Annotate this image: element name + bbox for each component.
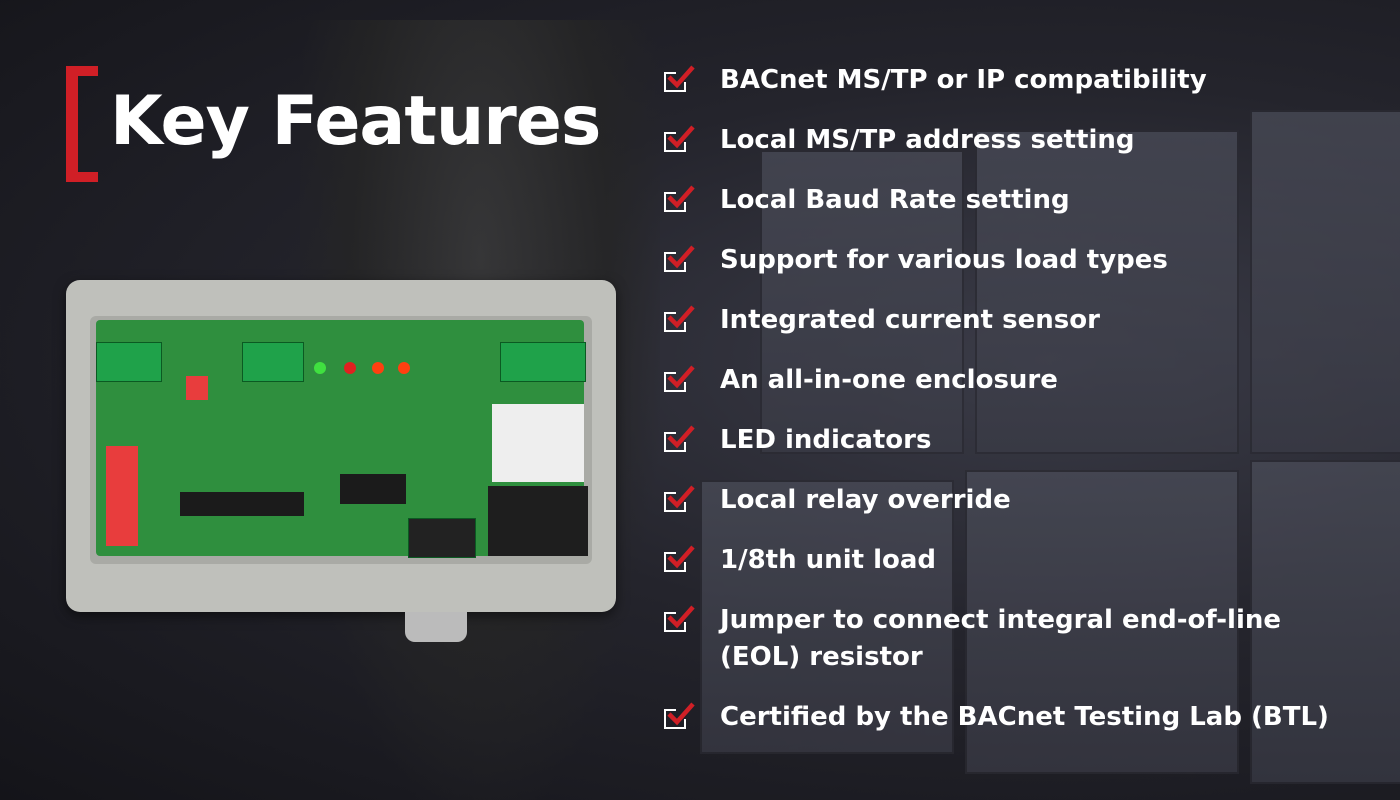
checkbox-checked-icon: [664, 702, 695, 729]
feature-item: LED indicators: [664, 422, 931, 459]
checkbox-checked-icon: [664, 425, 695, 452]
feature-item: 1/8th unit load: [664, 542, 936, 579]
feature-item: BACnet MS/TP or IP compatibility: [664, 62, 1207, 99]
checkbox-checked-icon: [664, 185, 695, 212]
background-monitor: [1250, 460, 1400, 784]
feature-item: An all-in-one enclosure: [664, 362, 1058, 399]
checkbox-checked-icon: [664, 605, 695, 632]
feature-item: Jumper to connect integral end-of-line (…: [664, 602, 1340, 676]
page-title: Key Features: [110, 82, 601, 161]
background-monitor: [965, 470, 1239, 774]
checkbox-checked-icon: [664, 485, 695, 512]
checkbox-checked-icon: [664, 125, 695, 152]
background-monitor: [760, 150, 964, 454]
checkbox-checked-icon: [664, 545, 695, 572]
background-monitor: [700, 480, 954, 754]
product-image-controller: [66, 280, 616, 612]
checkbox-checked-icon: [664, 245, 695, 272]
title-bracket: [66, 66, 98, 182]
circuit-board: [96, 320, 588, 558]
feature-item: Local MS/TP address setting: [664, 122, 1135, 159]
feature-item: Certified by the BACnet Testing Lab (BTL…: [664, 699, 1329, 736]
feature-item: Local Baud Rate setting: [664, 182, 1070, 219]
background-monitor: [1250, 110, 1400, 454]
feature-item: Integrated current sensor: [664, 302, 1100, 339]
checkbox-checked-icon: [664, 305, 695, 332]
cable-gland: [405, 612, 467, 642]
feature-item: Support for various load types: [664, 242, 1168, 279]
background-monitor: [975, 130, 1239, 454]
feature-item: Local relay override: [664, 482, 1011, 519]
checkbox-checked-icon: [664, 65, 695, 92]
checkbox-checked-icon: [664, 365, 695, 392]
